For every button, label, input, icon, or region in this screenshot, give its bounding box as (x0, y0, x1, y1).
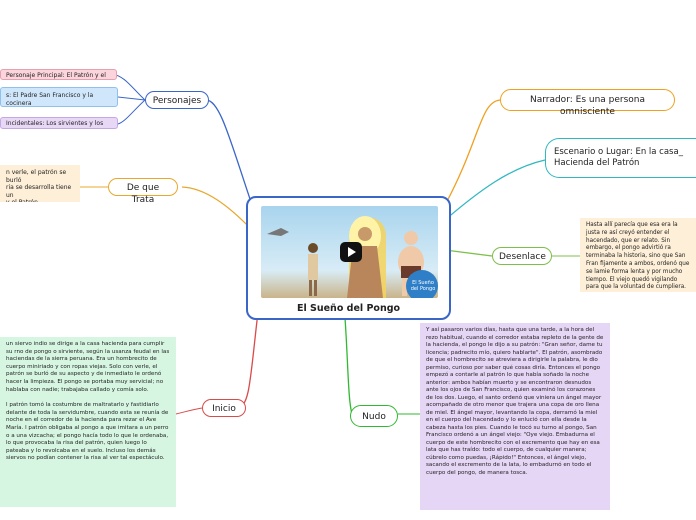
play-icon (348, 247, 356, 257)
branch-desenlace[interactable]: Desenlace (492, 247, 552, 265)
video-thumbnail[interactable]: El Sueño del Pongo (261, 206, 438, 298)
bird (267, 228, 289, 236)
inicio-note[interactable]: un siervo indio se dirige a la casa haci… (0, 337, 176, 507)
connector-inicio-note (175, 407, 203, 415)
personajes-item-principal[interactable]: Personaje Principal: El Patrón y el Pong… (0, 69, 117, 80)
connector-nudo (344, 317, 353, 415)
personajes-item-secundarios[interactable]: s: El Padre San Francisco y la cocinera (0, 87, 118, 107)
video-caption: El Sueño del Pongo (410, 280, 436, 292)
connector-inicio (237, 311, 259, 409)
central-title: El Sueño del Pongo (296, 303, 401, 314)
connector-personajes (205, 99, 253, 206)
branch-de-que-trata[interactable]: De que Trata (108, 178, 178, 205)
connector-escenario (444, 159, 546, 221)
connector-de-que-trata (181, 186, 253, 231)
nudo-note[interactable]: Y así pasaron varios días, hasta que una… (420, 323, 610, 510)
video-illustration (267, 216, 438, 298)
inicio-paragraph-2: l patrón tomó la costumbre de maltratarl… (6, 402, 169, 462)
play-button[interactable] (340, 242, 362, 262)
personajes-item-incidentales[interactable]: Incidentales: Los sirvientes y los Ángel… (0, 117, 118, 129)
branch-personajes[interactable]: Personajes (145, 91, 209, 109)
branch-inicio[interactable]: Inicio (202, 399, 246, 417)
branch-narrador[interactable]: Narrador: Es una persona omnisciente (500, 89, 675, 117)
inicio-paragraph-1: un siervo indio se dirige a la casa haci… (6, 341, 170, 393)
de-que-trata-note[interactable]: n verle, el patrón se burló ria se desar… (0, 165, 80, 202)
branch-escenario[interactable]: Escenario o Lugar: En la casa_ Hacienda … (545, 138, 696, 178)
desenlace-note[interactable]: Hasta allí parecía que esa era la justa … (580, 218, 696, 292)
central-topic[interactable]: El Sueño del Pongo El Sueño del Pongo (246, 196, 451, 320)
pongo-figure (308, 243, 318, 296)
branch-nudo[interactable]: Nudo (350, 405, 398, 427)
connector-narrador (444, 99, 501, 206)
connector-desenlace (444, 249, 493, 257)
